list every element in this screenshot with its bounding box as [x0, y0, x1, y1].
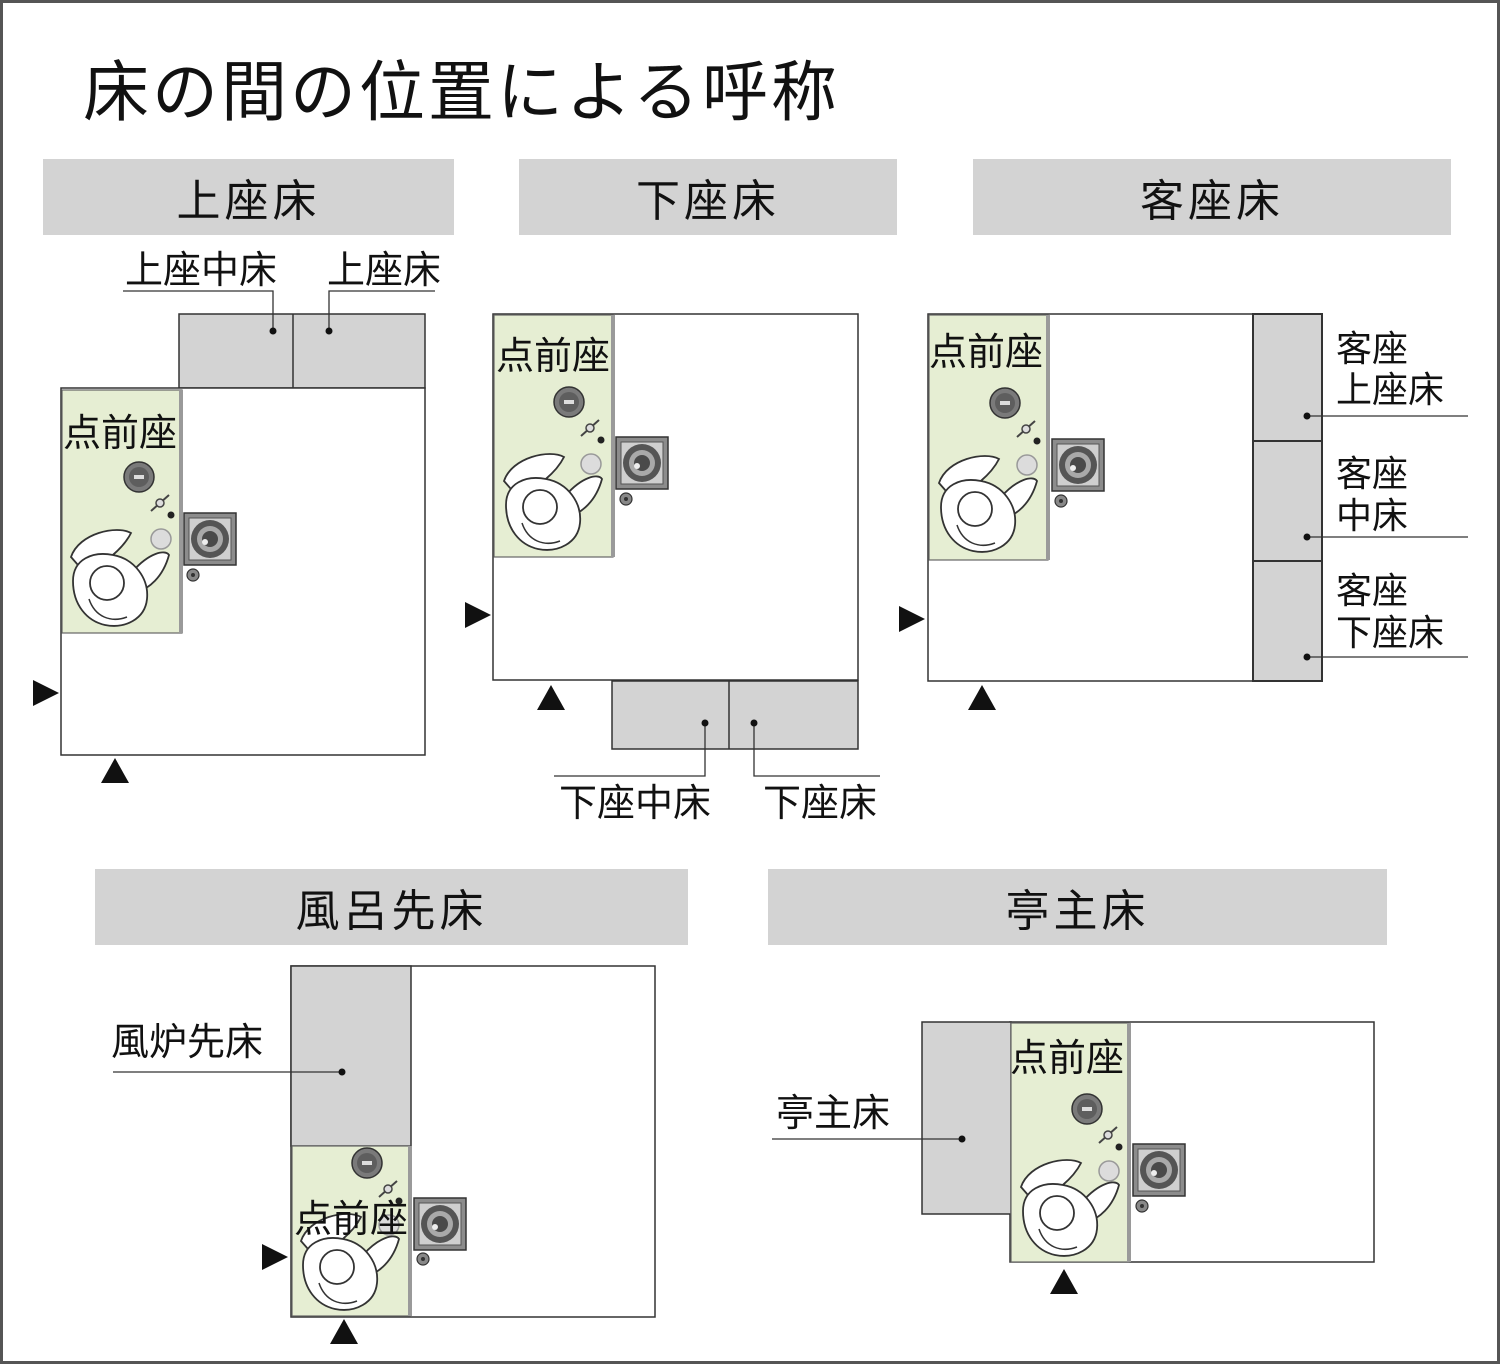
alcove-kamiza-chu-doko	[178, 313, 426, 389]
header-teishu-doko: 亭主床	[768, 869, 1387, 945]
ro-hearth-icon	[413, 1197, 467, 1251]
plan-furosaki-doko	[113, 965, 656, 1344]
plan-teishu-doko	[772, 1021, 1375, 1294]
plan-kyakuza-doko	[899, 313, 1468, 710]
entrance-arrow-icon	[968, 685, 996, 710]
alcove-kyakuza	[1252, 313, 1323, 682]
callout-kyakuza-label-line1: 客座	[1336, 571, 1409, 612]
entrance-arrow-icon	[465, 602, 491, 628]
temae-za-label: 点前座	[294, 1197, 409, 1241]
callout-kyakuza-naka-doko: 中床	[1336, 496, 1409, 537]
ro-hearth-icon	[1051, 438, 1105, 492]
entrance-arrow-icon	[33, 680, 59, 706]
entrance-arrow-icon	[330, 1319, 358, 1344]
entrance-arrow-icon	[262, 1244, 288, 1270]
callout-shimoza-chu-doko: 下座中床	[559, 781, 712, 825]
temae-za-label: 点前座	[929, 330, 1044, 374]
ro-hearth-icon	[1132, 1143, 1186, 1197]
header-shimoza-doko: 下座床	[519, 159, 897, 235]
page-title: 床の間の位置による呼称	[83, 54, 841, 131]
plan-shimoza-doko	[465, 313, 880, 777]
callout-furosaki-doko: 風炉先床	[111, 1020, 264, 1064]
callout-shimoza-doko: 下座床	[763, 781, 878, 825]
entrance-arrow-icon	[537, 685, 565, 710]
entrance-arrow-icon	[1050, 1269, 1078, 1294]
callout-kamiza-doko: 上座床	[327, 248, 442, 292]
callout-kyakuza-label-line1: 客座	[1336, 454, 1409, 495]
callout-kyakuza-kamiza-doko: 上座床	[1336, 370, 1445, 411]
entrance-arrow-icon	[899, 606, 925, 632]
callout-kyakuza-label-line1: 客座	[1336, 329, 1409, 370]
temae-za-label: 点前座	[496, 334, 611, 378]
callout-kamiza-chu-doko: 上座中床	[125, 248, 278, 292]
alcove-furosaki-doko	[290, 965, 412, 1147]
temae-za-label: 点前座	[1010, 1036, 1125, 1080]
ro-hearth-icon	[183, 512, 237, 566]
callout-teishu-doko: 亭主床	[776, 1091, 891, 1135]
header-furosaki-doko: 風呂先床	[95, 869, 688, 945]
entrance-arrow-icon	[101, 758, 129, 783]
temae-za-label: 点前座	[63, 411, 178, 455]
header-kyakuza-doko: 客座床	[973, 159, 1451, 235]
ro-hearth-icon	[615, 436, 669, 490]
floor-plans	[33, 290, 1468, 1344]
alcove-teishu-doko	[921, 1021, 1012, 1215]
header-kamiza-doko: 上座床	[43, 159, 454, 235]
plan-kamiza-doko	[33, 290, 435, 783]
alcove-shimoza-chu-doko	[611, 680, 859, 750]
callout-kyakuza-shimoza-doko: 下座床	[1336, 613, 1445, 654]
